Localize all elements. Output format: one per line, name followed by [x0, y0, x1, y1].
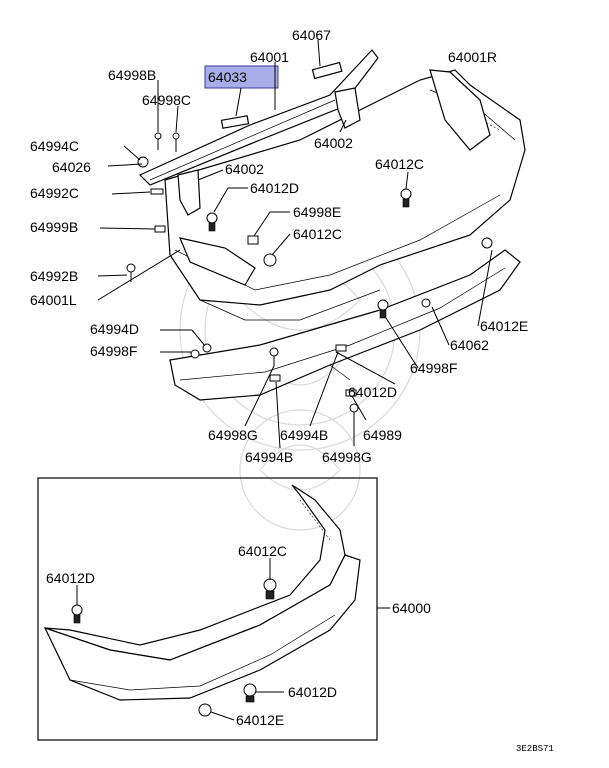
label-64998E: 64998E	[293, 204, 341, 220]
label-64001R: 64001R	[448, 49, 497, 65]
label-64012C-c: 64012C	[238, 543, 287, 559]
label-64998F-b: 64998F	[410, 360, 457, 376]
label-64994D: 64994D	[90, 321, 139, 337]
label-64012D-a: 64012D	[250, 180, 299, 196]
top-reinforcement-strip	[138, 49, 379, 186]
side-cover-64001R	[429, 69, 491, 151]
label-64998C: 64998C	[142, 92, 191, 108]
label-64012C-b: 64012C	[293, 226, 342, 242]
bracket-64002-left	[177, 169, 201, 216]
label-64992C: 64992C	[30, 185, 79, 201]
label-64998G-a: 64998G	[208, 427, 258, 443]
diagram-code: 3E2BS71	[516, 744, 554, 754]
label-64989: 64989	[363, 427, 402, 443]
label-64026: 64026	[52, 159, 91, 175]
bumper-assembly-64000	[43, 484, 361, 717]
detail-box-64000	[37, 477, 378, 741]
label-64001L: 64001L	[30, 292, 77, 308]
label-64012E-a: 64012E	[480, 318, 528, 334]
label-64992B: 64992B	[30, 268, 78, 284]
label-64994B-b: 64994B	[245, 449, 293, 465]
label-64998F-a: 64998F	[90, 343, 137, 359]
label-64012C-a: 64012C	[375, 156, 424, 172]
highlight-box-64033	[204, 65, 279, 89]
label-64012E-b: 64012E	[236, 712, 284, 728]
label-64002-left: 64002	[225, 161, 264, 177]
leader-lines-upper	[97, 39, 493, 449]
label-64998G-b: 64998G	[322, 449, 372, 465]
label-64001: 64001	[250, 49, 289, 65]
label-64994B-a: 64994B	[280, 427, 328, 443]
label-64998B: 64998B	[108, 67, 156, 83]
label-64012D-d: 64012D	[288, 684, 337, 700]
label-64033: 64033	[208, 69, 247, 85]
label-64012D-c: 64012D	[46, 570, 95, 586]
side-cover-64001L	[179, 237, 256, 286]
label-64067: 64067	[292, 27, 331, 43]
label-64002-top: 64002	[314, 135, 353, 151]
leader-lines-lower	[76, 558, 390, 721]
label-64012D-b: 64012D	[348, 384, 397, 400]
bracket-64002-right	[334, 87, 361, 129]
label-64062: 64062	[450, 337, 489, 353]
label-64000: 64000	[392, 600, 431, 616]
label-64999B: 64999B	[30, 219, 78, 235]
label-64994C: 64994C	[30, 138, 79, 154]
